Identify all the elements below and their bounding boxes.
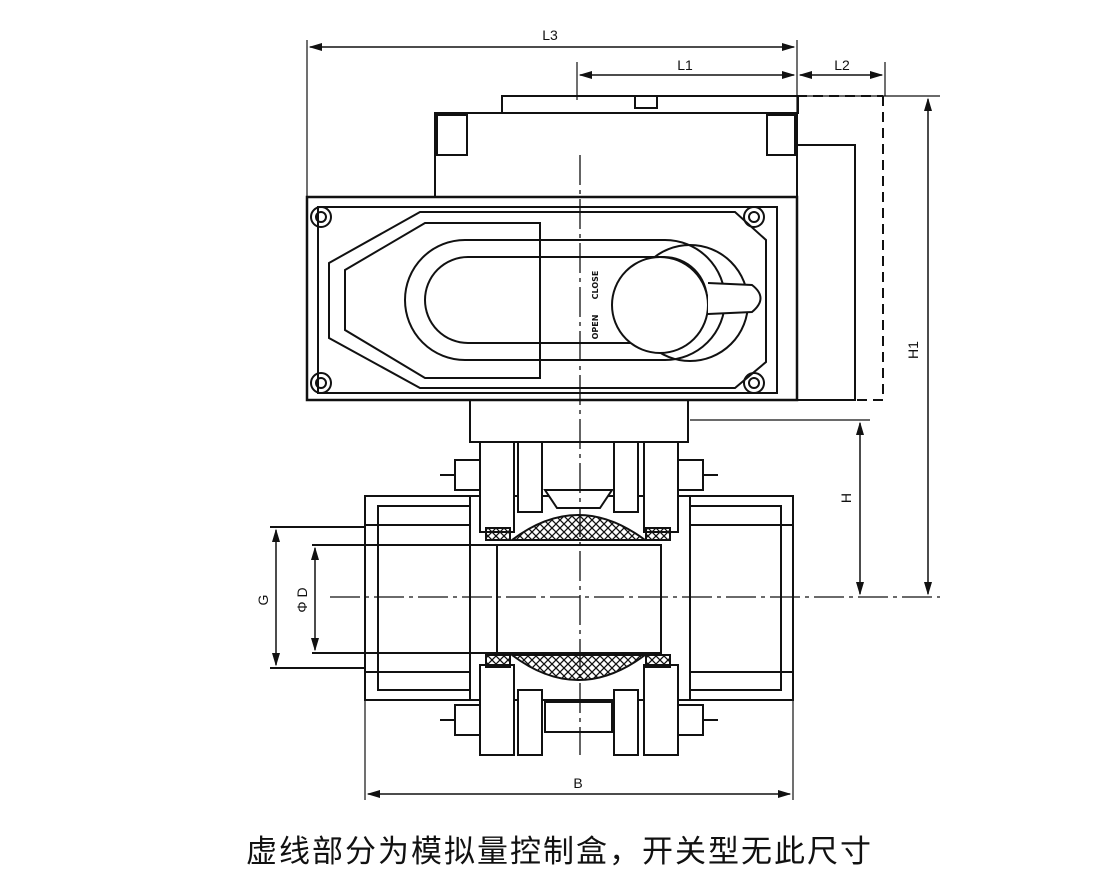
center-lines (330, 155, 940, 755)
position-indicator (611, 244, 762, 362)
valve-body (270, 441, 794, 756)
analog-control-box (796, 95, 884, 401)
label-l2: L2 (834, 57, 850, 73)
caption: 虚线部分为模拟量控制盒，开关型无此尺寸 (246, 834, 873, 870)
label-h1: H1 (905, 341, 921, 359)
actuator-cover (434, 95, 799, 198)
indicator-open-label: OPEN (591, 315, 600, 340)
mounting-bracket (469, 399, 689, 443)
label-d: Φ D (294, 587, 310, 612)
label-l1: L1 (677, 57, 693, 73)
label-h: H (838, 493, 854, 503)
label-g: G (255, 595, 271, 606)
dimension-lines (271, 42, 933, 799)
extension-lines (306, 40, 940, 800)
label-b: B (573, 775, 582, 791)
label-l3: L3 (542, 27, 558, 43)
ball (509, 514, 649, 681)
indicator-close-label: CLOSE (591, 271, 600, 300)
